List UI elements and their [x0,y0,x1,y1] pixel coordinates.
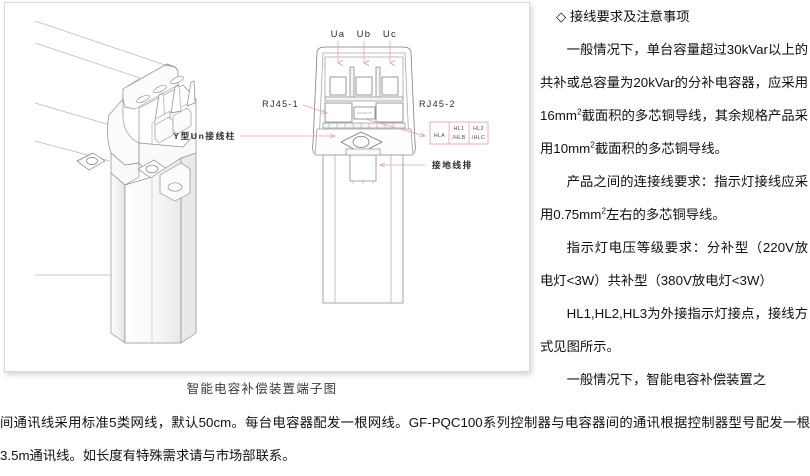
label-ua: Ua [331,29,346,40]
paragraph-comm-cable-lead: 一般情况下，智能电容补偿装置之 [566,372,767,387]
notes-heading-text: 接线要求及注意事项 [569,9,690,24]
hl-label-table: HLA HL1 /HLB HL2 /HLC [429,121,489,145]
paragraph-hl-points: HL1,HL2,HL3为外接指示灯接点，接线方式见图所示。 [540,306,808,354]
hl-cell-2-top: HL1 [454,126,465,132]
bottom-note-block: 间通讯线采用标准5类网线，默认50cm。每台电容器配发一根网线。GF-PQC10… [0,406,810,476]
hl-cell-1: HLA [434,133,445,139]
hl-cell-2-bottom: /HLB [452,135,465,141]
terminal-diagram: HLA HL1 /HLB HL2 /HLC Ua Ub Uc RJ45-1 RJ… [34,20,489,344]
front-elevation-view [312,46,416,304]
rj45-2-leader [364,118,425,136]
rj45-1-leader [302,104,327,113]
hl-cell-3-top: HL2 [473,126,484,132]
diamond-bullet-icon: ◇ [555,9,567,24]
paragraph-comm-cable: 间通讯线采用标准5类网线，默认50cm。每台电容器配发一根网线。GF-PQC10… [0,415,810,463]
notes-column: ◇ 接线要求及注意事项 一般情况下，单台容量超过30kVar以上的共补或总容量为… [540,0,808,404]
notes-heading: ◇ 接线要求及注意事项 [540,0,808,33]
label-ground-bar: 接地线排 [432,159,473,170]
figure-caption: 智能电容补偿装置端子图 [186,381,338,396]
label-uc: Uc [383,29,397,40]
hl-cell-3-bottom: /HLC [472,135,485,141]
paragraph-wire-gauge: 一般情况下，单台容量超过30kVar以上的共补或总容量为20kVar的分补电容器… [540,42,808,156]
label-ub: Ub [357,29,372,40]
annotation-layer [240,41,425,165]
label-rj45-1: RJ45-1 [262,99,299,109]
paragraph-interconnect: 产品之间的连接线要求：指示灯接线应采用0.75mm2左右的多芯铜导线。 [540,174,808,222]
figure-frame: HLA HL1 /HLB HL2 /HLC Ua Ub Uc RJ45-1 RJ… [4,2,530,372]
paragraph-lamp-voltage: 指示灯电压等级要求：分补型（220V放电灯<3W）共补型（380V放电灯<3W） [540,240,808,288]
label-un-post: Y型Un接线柱 [173,130,236,141]
isometric-device-view [34,20,197,344]
figure-block: HLA HL1 /HLB HL2 /HLC Ua Ub Uc RJ45-1 RJ… [4,2,530,396]
label-rj45-2: RJ45-2 [419,99,456,109]
